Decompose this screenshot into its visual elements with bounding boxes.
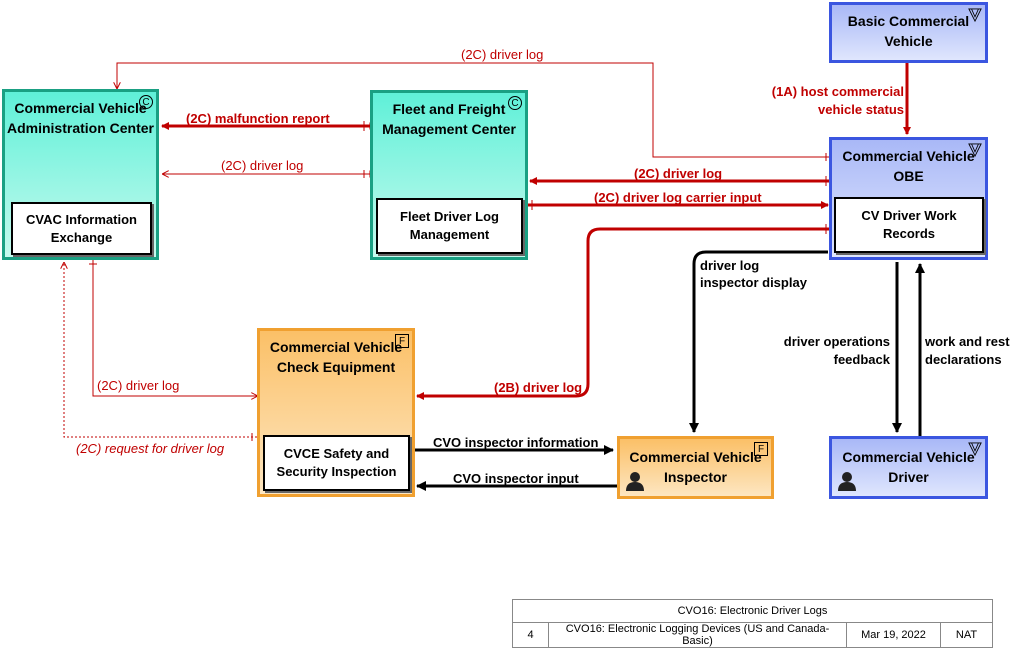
- node-obe-inner[interactable]: CV Driver Work Records: [834, 197, 984, 253]
- flow-label-2b-log: (2B) driver log: [494, 380, 583, 395]
- node-bcv[interactable]: Basic Commercial Vehicle: [829, 2, 988, 63]
- node-cvce-title: Commercial Vehicle Check Equipment: [269, 339, 403, 375]
- node-inspector[interactable]: Commercial Vehicle Inspector F: [617, 436, 774, 499]
- footer-scope: NAT: [955, 629, 978, 641]
- node-cvce[interactable]: Commercial Vehicle Check Equipment F CVC…: [257, 328, 415, 497]
- flow-request-log-line: [64, 263, 261, 438]
- flow-2b-log-line: [416, 227, 833, 400]
- flow-label-carrier-input: (2C) driver log carrier input: [594, 190, 762, 205]
- node-ffm[interactable]: Fleet and Freight Management Center C Fl…: [370, 90, 528, 260]
- node-cvac-inner[interactable]: CVAC Information Exchange: [11, 202, 152, 255]
- node-inspector-title: Commercial Vehicle Inspector: [629, 449, 762, 485]
- node-cvce-inner[interactable]: CVCE Safety and Security Inspection: [263, 435, 410, 491]
- vehicle-triangle-icon: [968, 442, 982, 456]
- flow-label-work-rest: work and rest declarations: [925, 334, 1010, 367]
- field-badge-icon: F: [754, 442, 768, 456]
- flow-label-host-status: (1A) host commercial vehicle status: [771, 84, 904, 117]
- flow-top-driver-log-line: [117, 62, 833, 158]
- flow-label-cvo-input: CVO inspector input: [453, 471, 579, 486]
- center-badge-icon: C: [508, 96, 522, 110]
- node-ffm-title: Fleet and Freight Management Center: [382, 101, 516, 137]
- flow-label-cvac-cvce-log: (2C) driver log: [97, 378, 180, 393]
- footer-title: CVO16: Electronic Driver Logs: [513, 600, 992, 623]
- flow-label-request-log: (2C) request for driver log: [76, 441, 225, 456]
- node-cvac[interactable]: Commercial Vehicle Administration Center…: [2, 89, 159, 260]
- node-cvac-title: Commercial Vehicle Administration Center: [6, 100, 154, 136]
- footer-number: 4: [513, 623, 549, 647]
- person-icon: [838, 472, 856, 491]
- flow-label-cvo-info: CVO inspector information: [433, 435, 599, 450]
- vehicle-triangle-icon: [968, 143, 982, 157]
- node-ffm-inner[interactable]: Fleet Driver Log Management: [376, 198, 523, 254]
- diagram-footer: CVO16: Electronic Driver Logs 4 CVO16: E…: [512, 599, 993, 648]
- flow-label-inspector-display: driver log inspector display: [700, 258, 807, 290]
- flow-label-top-driver-log: (2C) driver log: [461, 47, 544, 62]
- center-badge-icon: C: [139, 95, 153, 109]
- flow-label-obe-ffm-log: (2C) driver log: [634, 166, 723, 181]
- flow-inspector-display-line: [689, 250, 828, 433]
- flow-label-malfunction: (2C) malfunction report: [186, 111, 330, 126]
- flow-cvac-cvce-log-line: [92, 258, 257, 396]
- person-icon: [626, 472, 644, 491]
- footer-name: CVO16: Electronic Logging Devices (US an…: [549, 623, 847, 647]
- node-obe[interactable]: Commercial Vehicle OBE CV Driver Work Re…: [829, 137, 988, 260]
- node-driver[interactable]: Commercial Vehicle Driver: [829, 436, 988, 499]
- field-badge-icon: F: [395, 334, 409, 348]
- flow-label-ops-feedback: driver operations feedback: [783, 334, 890, 367]
- node-obe-title: Commercial Vehicle OBE: [842, 148, 975, 184]
- node-driver-title: Commercial Vehicle Driver: [842, 449, 975, 485]
- node-bcv-title: Basic Commercial Vehicle: [847, 13, 970, 49]
- footer-date: Mar 19, 2022: [847, 623, 941, 647]
- flow-label-ffm-cvac-log: (2C) driver log: [221, 158, 304, 173]
- vehicle-triangle-icon: [968, 8, 982, 22]
